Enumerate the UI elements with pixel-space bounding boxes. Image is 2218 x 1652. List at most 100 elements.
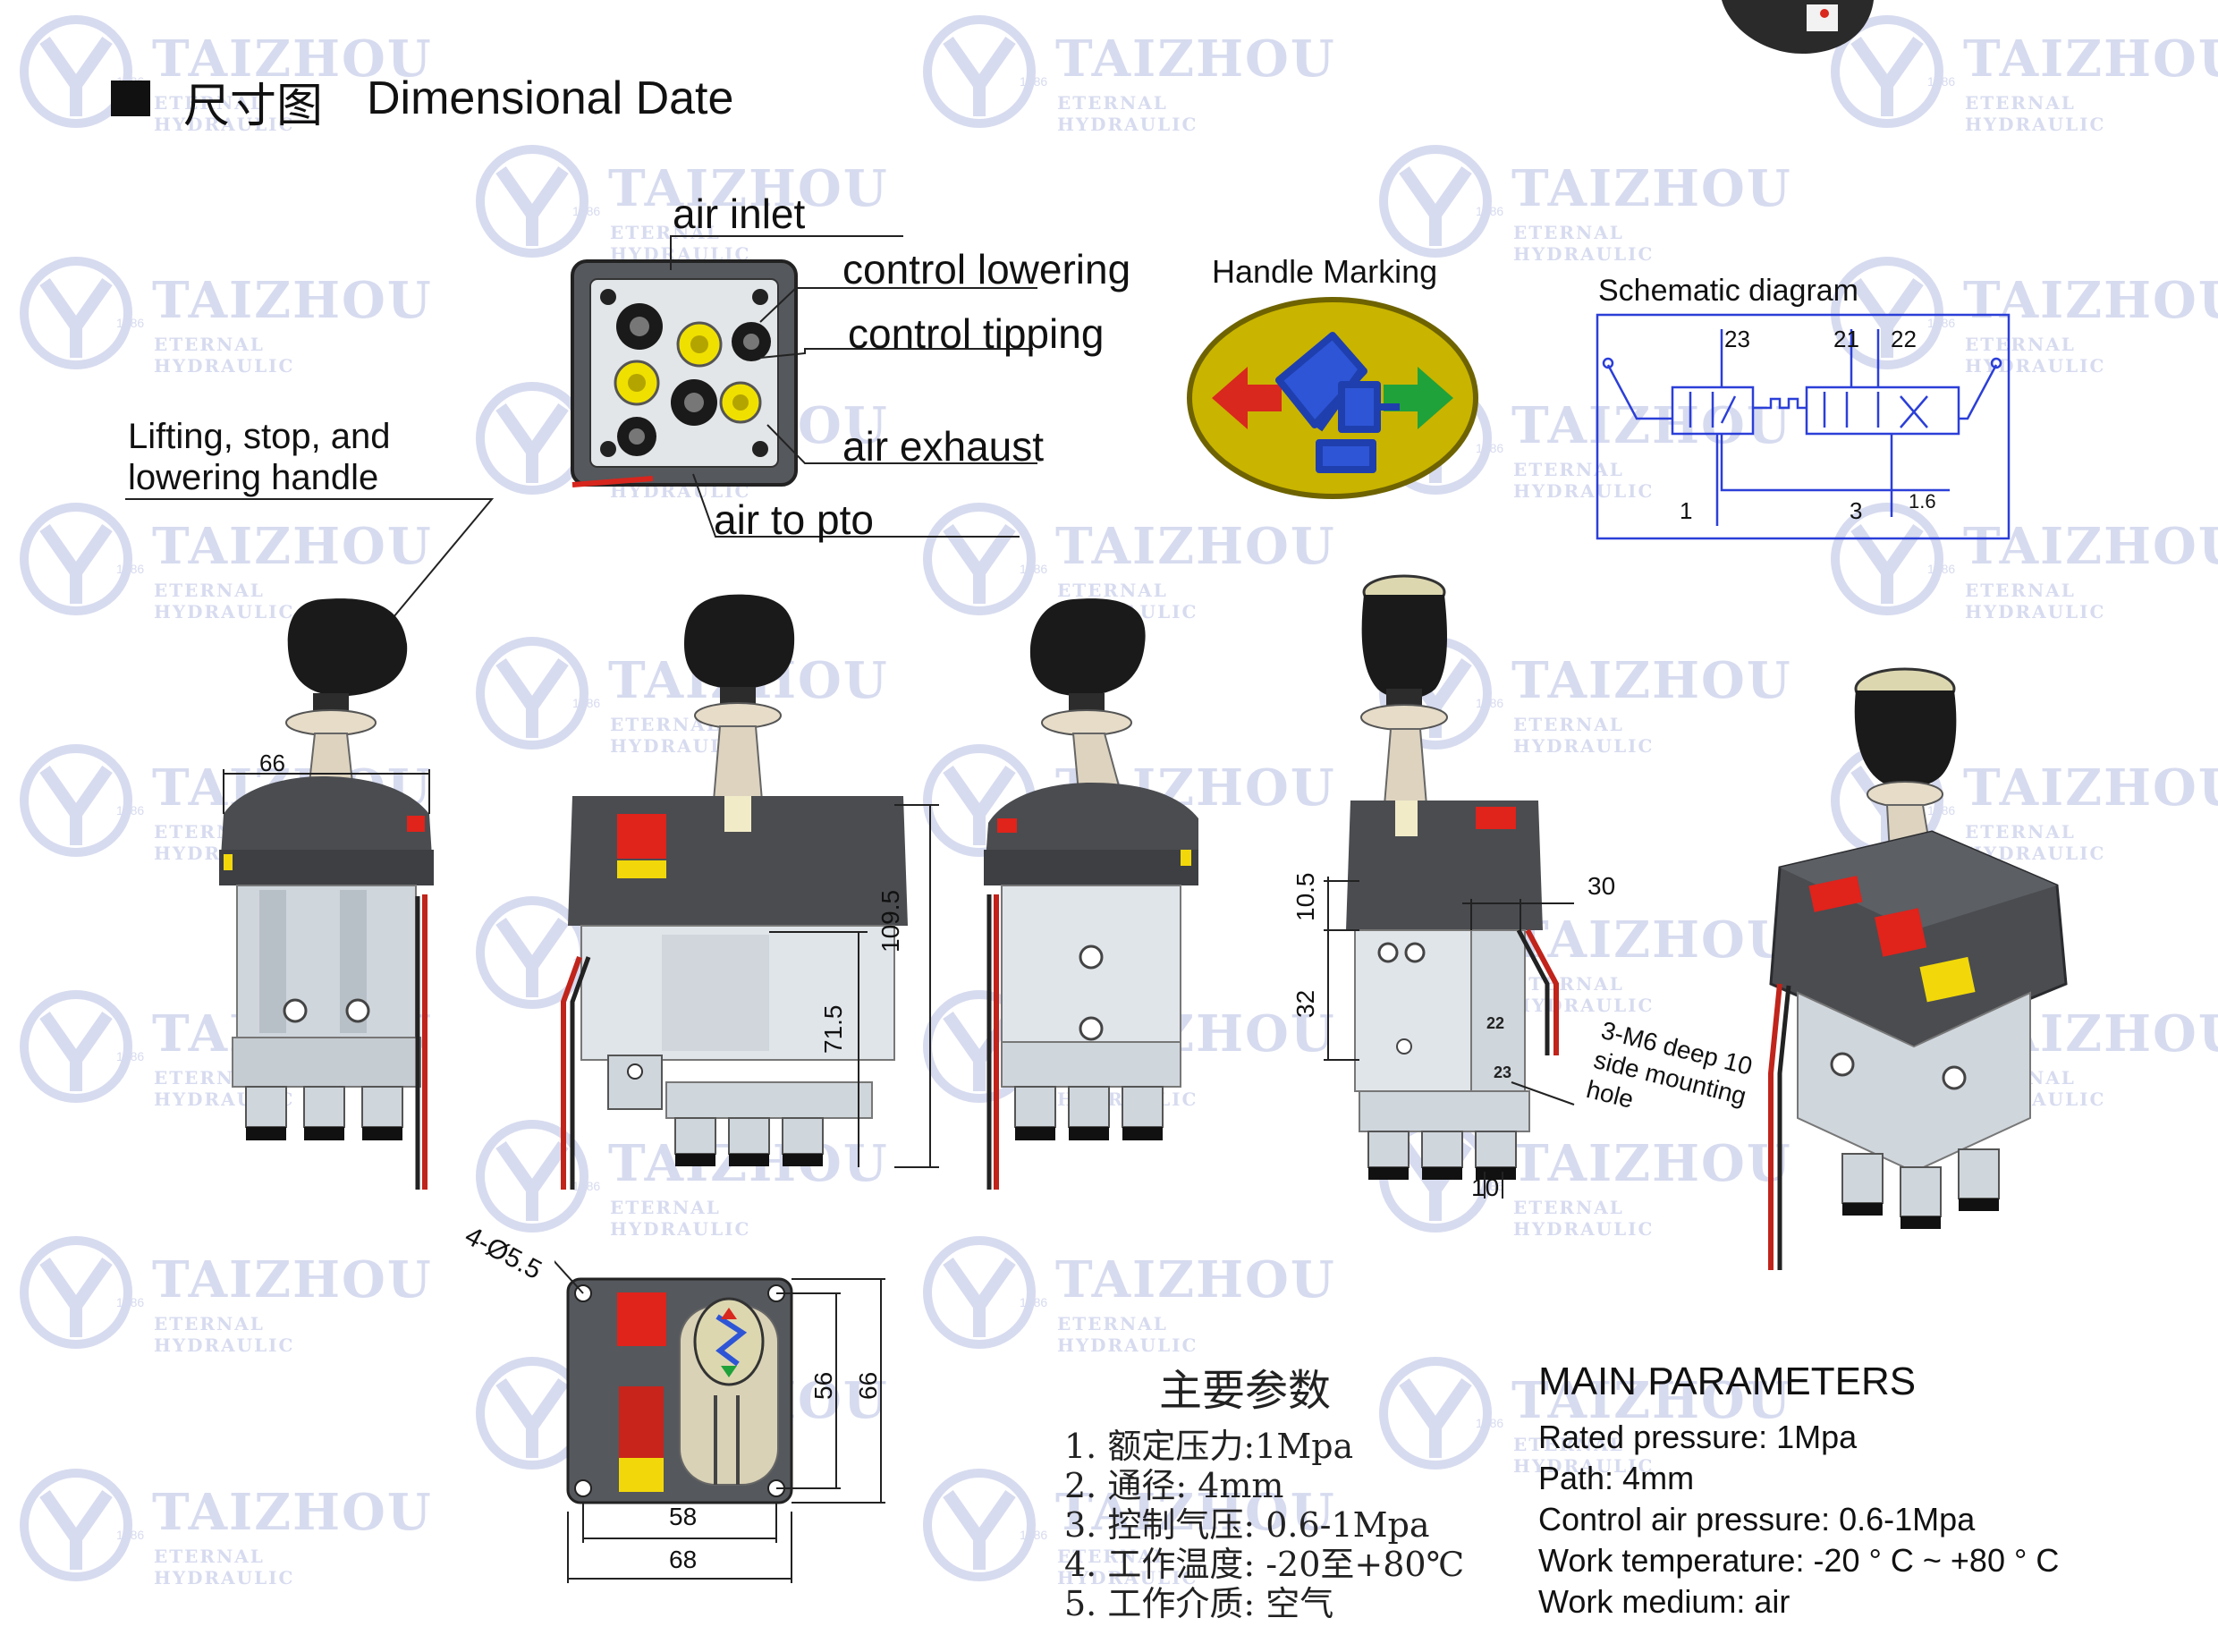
view4-valve-body: 22 23: [1354, 928, 1559, 1180]
watermark-year: 1986: [116, 803, 145, 818]
params-en-list: Rated pressure: 1Mpa Path: 4mm Control a…: [1538, 1419, 2059, 1624]
title-bullet: [111, 80, 150, 116]
view2-valve-body: [561, 925, 895, 1190]
watermark-subtitle: ETERNAL HYDRAULIC: [1513, 222, 1655, 265]
dim-holes: 4-Ø5.5: [460, 1221, 546, 1286]
params-cn-item: 1. 额定压力:1Mpa: [1064, 1427, 1354, 1466]
params-cn-item: 3. 控制气压: 0.6-1Mpa: [1064, 1505, 1430, 1545]
watermark-logo-icon: [20, 1236, 132, 1349]
watermark-year: 1986: [1927, 562, 1956, 576]
dim-109-5: 109.5: [876, 889, 904, 953]
schematic-diagram: [1596, 313, 2011, 540]
handle-marking-label: Handle Marking: [1212, 253, 1438, 290]
watermark-brand: TAIZHOU: [152, 1250, 433, 1309]
dim-66-top: 66: [259, 750, 285, 776]
callout-control-tipping: control tipping: [848, 310, 1105, 357]
params-en-item: Work temperature: -20 ° C ~ +80 ° C: [1538, 1542, 2060, 1579]
dim-32: 32: [1291, 989, 1319, 1018]
port-view-drawing: [571, 235, 1037, 538]
params-en-item: Work medium: air: [1538, 1583, 1790, 1620]
watermark-logo-icon: [1379, 145, 1492, 258]
watermark-brand: TAIZHOU: [1963, 30, 2218, 89]
dim-66-side: 66: [854, 1371, 882, 1400]
callout-air-exhaust: air exhaust: [842, 423, 1045, 470]
params-en-title: MAIN PARAMETERS: [1538, 1360, 1917, 1403]
params-cn-list: 1. 额定压力:1Mpa 2. 通径: 4mm 3. 控制气压: 0.6-1Mp…: [1064, 1419, 1465, 1623]
view1-valve-body: [232, 885, 428, 1190]
callout-air-to-pto: air to pto: [714, 496, 874, 543]
watermark-subtitle: ETERNAL HYDRAULIC: [154, 1313, 295, 1356]
valve-view-top: [554, 1260, 885, 1583]
params-cn-item: 4. 工作温度: -20至+80℃: [1064, 1545, 1465, 1584]
watermark-year: 1986: [1020, 562, 1048, 576]
watermark-year: 1986: [116, 1049, 145, 1063]
watermark-subtitle: ETERNAL HYDRAULIC: [1057, 92, 1198, 135]
handle-marking-graphic: [1187, 297, 1478, 499]
params-en-item: Rated pressure: 1Mpa: [1538, 1419, 1858, 1455]
watermark-brand: TAIZHOU: [1511, 159, 1792, 218]
callout-handle-line2: lowering handle: [128, 458, 379, 497]
view4-dim-lines: [1324, 877, 1575, 1199]
callout-air-inlet: air inlet: [673, 191, 806, 237]
raise-arrow-icon: [1384, 367, 1453, 429]
watermark-year: 1986: [1927, 74, 1956, 89]
watermark-logo-icon: [20, 744, 132, 857]
valve-view-left: [219, 598, 434, 1190]
watermark-brand: TAIZHOU: [1055, 1250, 1336, 1309]
valve-view-front: [561, 594, 939, 1190]
watermark-year: 1986: [1020, 74, 1048, 89]
valve-view-isometric: [1768, 667, 2068, 1270]
port-fittings: [571, 303, 771, 487]
schematic-port-21: 21: [1833, 326, 1859, 352]
schematic-port-23: 23: [1724, 326, 1750, 352]
tipper-truck-icon: [1275, 332, 1400, 473]
watermark-year: 1986: [1476, 1416, 1504, 1430]
dim-58: 58: [669, 1503, 698, 1530]
dim-10: 10: [1471, 1173, 1500, 1201]
watermark-logo-icon: [20, 1469, 132, 1581]
schematic-port-1: 1: [1680, 497, 1693, 524]
view3-knob: [1029, 598, 1146, 833]
valve-view-rear: 22 23: [1324, 574, 1575, 1199]
watermark-subtitle: ETERNAL HYDRAULIC: [154, 1546, 295, 1588]
watermark-year: 1986: [1476, 204, 1504, 218]
params-en-item: Control air pressure: 0.6-1Mpa: [1538, 1501, 1976, 1538]
top-view-body: [566, 1277, 793, 1504]
watermark-logo-icon: [923, 1469, 1036, 1581]
watermark-logo-icon: [20, 257, 132, 369]
watermark-brand: TAIZHOU: [1055, 30, 1336, 89]
watermark-year: 1986: [116, 1295, 145, 1309]
dim-71-5: 71.5: [819, 1004, 847, 1055]
params-en-item: Path: 4mm: [1538, 1460, 1695, 1496]
dim-68: 68: [669, 1546, 698, 1573]
watermark-year: 1986: [572, 204, 601, 218]
watermark-subtitle: ETERNAL HYDRAULIC: [154, 334, 295, 377]
port-callout-lines: [670, 235, 1037, 538]
watermark-year: 1986: [1020, 1295, 1048, 1309]
watermark-brand: TAIZHOU: [152, 1483, 433, 1542]
watermark-logo-icon: [20, 503, 132, 615]
params-cn-item: 5. 工作介质: 空气: [1064, 1584, 1334, 1623]
page-title-cn: 尺寸图: [183, 80, 324, 133]
top-view-dim-lines: [554, 1260, 885, 1583]
watermark-year: 1986: [116, 1528, 145, 1542]
watermark-logo-icon: [20, 990, 132, 1103]
callout-handle-line1: Lifting, stop, and: [128, 417, 391, 456]
view4-knob: [1360, 574, 1448, 806]
port-view-body: [571, 259, 798, 487]
schematic-label: Schematic diagram: [1598, 274, 1859, 308]
view5-valve-body: [1768, 983, 2031, 1270]
dim-56: 56: [809, 1371, 837, 1400]
view2-knob: [684, 594, 795, 801]
port-22-mark: 22: [1486, 1014, 1504, 1032]
product-photo-crop: [1722, 0, 1874, 54]
handle-callout-leader: [125, 498, 495, 618]
watermark-subtitle: ETERNAL HYDRAULIC: [1965, 92, 2106, 135]
schematic-port-16: 1.6: [1909, 490, 1936, 513]
